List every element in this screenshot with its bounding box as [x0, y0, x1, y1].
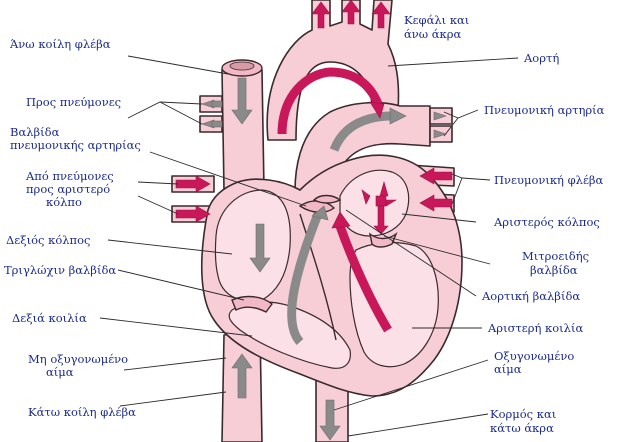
- label-deoxygenated-line2: αίμα: [46, 365, 74, 379]
- label-deoxygenated-line1: Μη οξυγονωμένο: [28, 352, 128, 366]
- label-oxygenated-line1: Οξυγονωμένο: [494, 349, 574, 363]
- aortic-valve-shape: [298, 200, 336, 213]
- leader-lines: [99, 55, 519, 437]
- tricuspid-valve-shape: [231, 295, 273, 313]
- label-oxygenated-line2: αίμα: [494, 362, 522, 376]
- label-to-lungs: Προς πνεύμονες: [26, 95, 121, 109]
- right-atrium-chamber: [214, 189, 291, 302]
- label-from-lungs-line2: προς αριστερό: [26, 182, 110, 196]
- mitral-valve-shape: [368, 231, 398, 248]
- oxygenated-flow-arrows: [175, 0, 453, 333]
- label-pulmonary-artery: Πνευμονική αρτηρία: [484, 103, 605, 117]
- label-pulmonary-valve-line2: πνευμονικής αρτηρίας: [10, 138, 141, 152]
- label-right-ventricle: Δεξιά κοιλία: [12, 311, 87, 325]
- aortic-arch: [266, 0, 400, 141]
- label-trunk-line2: κάτω άκρα: [490, 421, 554, 435]
- label-head-line2: άνω άκρα: [404, 27, 462, 41]
- label-aorta: Αορτή: [523, 51, 559, 65]
- left-ventricle-chamber: [349, 241, 439, 368]
- label-superior-vena-cava: Άνω κοίλη φλέβα: [9, 37, 111, 51]
- label-mitral-valve-line1: Μιτροειδής: [522, 249, 589, 263]
- label-pulmonary-vein: Πνευμονική φλέβα: [494, 173, 604, 187]
- deoxygenated-flow-arrows: [201, 77, 447, 441]
- label-inferior-vena-cava: Κάτω κοίλη φλέβα: [28, 405, 136, 419]
- label-mitral-valve-line2: βαλβίδα: [530, 263, 578, 277]
- interventricular-septum: [299, 213, 337, 341]
- label-left-ventricle: Αριστερή κοιλία: [487, 321, 583, 335]
- label-tricuspid-valve: Τριγλώχιν βαλβίδα: [4, 263, 116, 277]
- label-left-atrium: Αριστερός κόλπος: [493, 215, 600, 229]
- label-from-lungs-line1: Από πνεύμονες: [25, 169, 114, 183]
- label-head-line1: Κεφάλι και: [404, 13, 469, 27]
- label-aortic-valve: Αορτική βαλβίδα: [481, 289, 580, 303]
- label-pulmonary-valve-line1: Βαλβίδα: [10, 125, 60, 139]
- pulmonary-valve-shape: [312, 194, 342, 204]
- label-right-atrium: Δεξιός κόλπος: [6, 233, 90, 247]
- label-from-lungs-line3: κόλπο: [46, 195, 82, 209]
- label-trunk-line1: Κορμός και: [490, 407, 556, 421]
